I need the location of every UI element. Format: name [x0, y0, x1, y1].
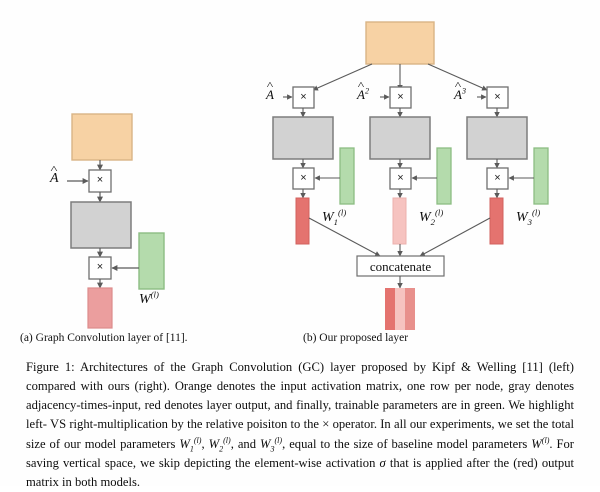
- figure-caption-part2: , equal to the size of baseline model pa…: [282, 436, 532, 451]
- concatenate-label: concatenate: [369, 259, 432, 274]
- left-adjacency-label: A: [50, 172, 59, 186]
- subfigure-caption-b: (b) Our proposed layer: [303, 332, 409, 344]
- figure-illustration: A × × W(l) A A2 A3 × × × × × × W1(l) W2: [0, 0, 600, 348]
- caption-sep1: ,: [201, 436, 209, 451]
- right-edge-output1-to-concatenate: [308, 217, 381, 257]
- right-diagram-group: [272, 21, 549, 330]
- caption-w0-symbol: W(l): [531, 435, 550, 451]
- right-adjacency-times-input-branch1-box: [272, 116, 334, 160]
- right-weight-matrix-branch3-box: [533, 147, 549, 205]
- right-edge-output3-to-concatenate: [419, 217, 491, 257]
- right-weight-matrix-branch2-box: [436, 147, 452, 205]
- left-multiply-operator-2-glyph: ×: [96, 261, 104, 273]
- figure-caption: Figure 1: Architectures of the Graph Con…: [26, 358, 574, 492]
- right-adjacency-branch2-label: A2: [357, 87, 369, 101]
- caption-sep2: , and: [230, 436, 260, 451]
- left-diagram-group: [67, 113, 165, 329]
- left-adjacency-times-input-box: [70, 201, 132, 249]
- left-layer-output-box: [87, 287, 113, 329]
- figure-caption-label: Figure 1:: [26, 360, 75, 374]
- right-weight-matrix-branch1-box: [339, 147, 355, 205]
- right-multiply-operator-2-branch1-glyph: ×: [300, 172, 307, 184]
- right-weight-branch3-label: W3(l): [516, 207, 541, 227]
- figure-caption-part4: that is applied after the (red) output m…: [26, 455, 574, 489]
- final-output-stripe-2: [395, 288, 405, 330]
- left-input-activation-box: [71, 113, 133, 161]
- right-weight-branch1-label: W1(l): [322, 207, 347, 227]
- figure-canvas: [67, 21, 549, 330]
- figure-caption-part3: . For saving vertical space, we skip dep…: [26, 436, 574, 470]
- right-multiply-operator-2-branch3-glyph: ×: [494, 172, 501, 184]
- left-weight-matrix-box: [138, 232, 165, 290]
- right-input-activation-box: [365, 21, 435, 65]
- right-weight-branch2-label: W2(l): [419, 207, 444, 227]
- right-multiply-operator-branch3-glyph: ×: [494, 91, 501, 103]
- final-output-stripe-3: [405, 288, 415, 330]
- right-adjacency-branch3-label: A3: [454, 87, 466, 101]
- right-multiply-operator-branch1-glyph: ×: [300, 91, 307, 103]
- right-edge-input-to-mul-branch1: [312, 63, 373, 91]
- final-output-stripe-1: [385, 288, 395, 330]
- left-multiply-operator-1-glyph: ×: [96, 174, 104, 186]
- right-adjacency-times-input-branch3-box: [466, 116, 528, 160]
- caption-w3-symbol: W3(l): [259, 435, 283, 454]
- caption-w1-symbol: W1(l): [179, 435, 202, 454]
- right-layer-output-branch3-box: [489, 197, 504, 245]
- right-layer-output-branch1-box: [295, 197, 310, 245]
- right-adjacency-times-input-branch2-box: [369, 116, 431, 160]
- right-layer-output-branch2-box: [392, 197, 407, 245]
- right-multiply-operator-2-branch2-glyph: ×: [397, 172, 404, 184]
- right-adjacency-branch1-label: A: [266, 88, 274, 101]
- subfigure-caption-a: (a) Graph Convolution layer of [11].: [20, 332, 188, 344]
- caption-w2-symbol: W2(l): [208, 435, 231, 454]
- right-edge-input-to-mul-branch3: [427, 63, 488, 91]
- left-weight-label: W(l): [139, 289, 159, 307]
- figure-caption-part1: Architectures of the Graph Convolution (…: [26, 360, 574, 451]
- caption-sigma-symbol: σ: [379, 455, 386, 470]
- right-multiply-operator-branch2-glyph: ×: [397, 91, 404, 103]
